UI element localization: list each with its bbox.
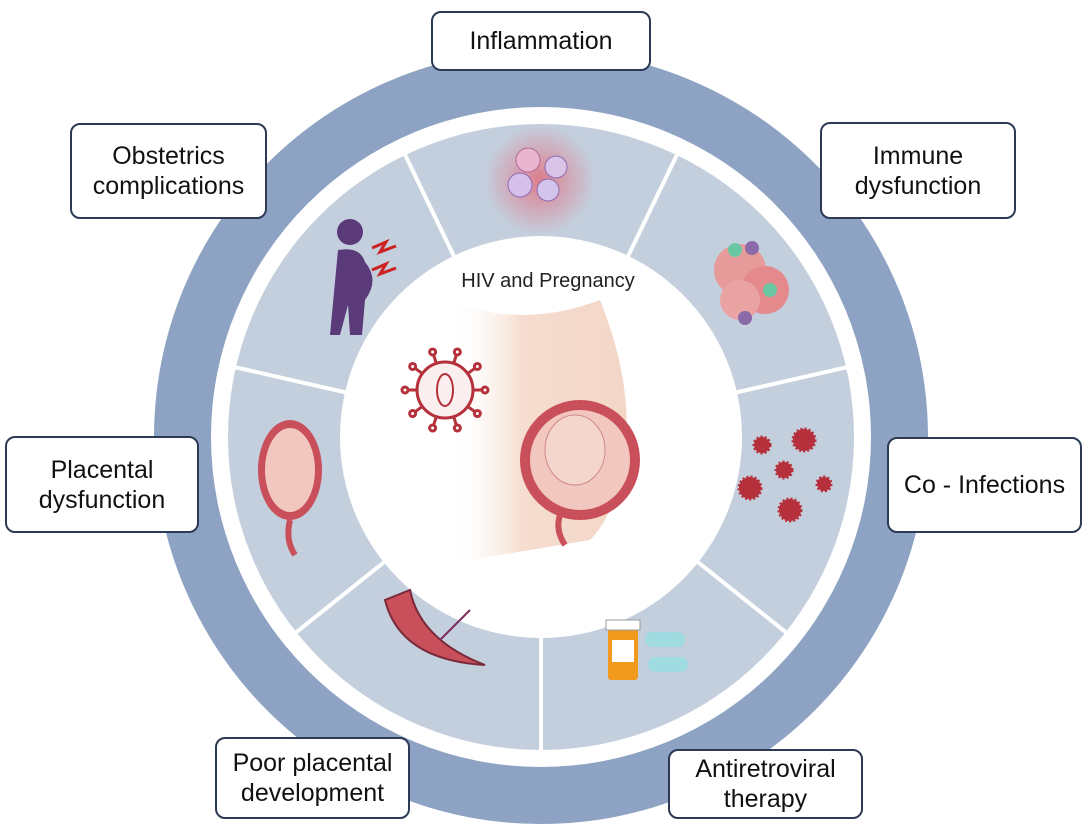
label-immune-dysfunction: Immune dysfunction (820, 122, 1016, 219)
hiv-virus-icon (400, 347, 490, 433)
virus-particle (777, 497, 803, 523)
immune-cells-icon (714, 241, 789, 325)
co-infection-viruses-icon (737, 427, 833, 523)
label-poor-placental-development: Poor placental development (215, 737, 410, 819)
segment-divider (625, 152, 680, 258)
inflammation-cells-icon (485, 125, 595, 235)
medication-icon (605, 619, 688, 680)
segment-divider (696, 560, 789, 635)
placenta-icon (383, 588, 486, 666)
label-inflammation: Inflammation (431, 11, 651, 71)
segment-divider (233, 364, 347, 395)
label-antiretroviral-therapy: Antiretroviral therapy (668, 749, 863, 819)
label-obstetrics-complications: Obstetrics complications (70, 123, 267, 219)
virus-particle (774, 460, 794, 480)
segment-dividers (233, 152, 849, 752)
virus-particle (791, 427, 817, 453)
label-co-infections: Co - Infections (887, 437, 1082, 533)
virus-particle (737, 475, 763, 501)
pregnant-woman-icon (330, 219, 397, 335)
label-placental-dysfunction: Placental dysfunction (5, 436, 199, 533)
virus-particle (752, 435, 772, 455)
center-title: HIV and Pregnancy (461, 270, 635, 292)
placental-dysfunction-fetus-icon (258, 420, 322, 557)
segment-divider (402, 152, 457, 258)
segment-divider (293, 560, 386, 635)
virus-particle (815, 475, 833, 493)
segment-divider (735, 364, 849, 395)
fetus-center-icon (520, 400, 640, 547)
